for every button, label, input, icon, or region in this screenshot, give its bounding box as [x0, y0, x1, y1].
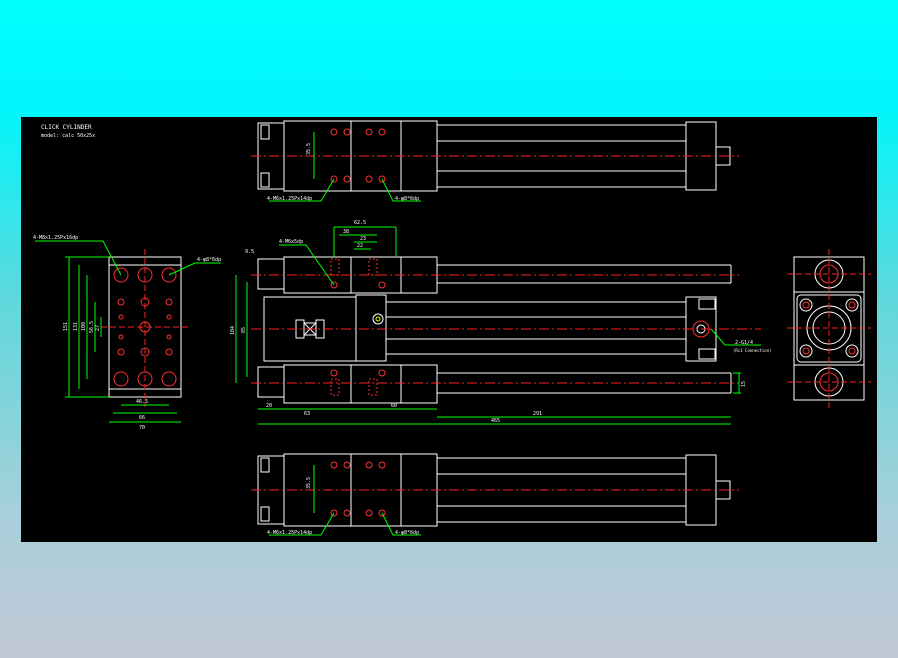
side-dim-w-inner: 46.5 [136, 399, 148, 405]
front-dim-height-a: 104 [230, 326, 236, 335]
top-dim-vertical: 35.5 [306, 143, 312, 155]
front-dim-total: 465 [491, 418, 500, 424]
front-dim-height-b: 85 [241, 327, 247, 333]
side-note-left: 4-M8x1.25Px16dp [33, 235, 78, 241]
bottom-view [251, 453, 739, 527]
side-dim-h3: 100 [81, 322, 87, 331]
top-note-left: 4-M6x1.25Px14dp [267, 196, 312, 202]
front-dim-bottom-b: 63 [304, 411, 310, 417]
cad-drawing-canvas: CLICK CYLINDER model: calc 50x25x 35.5 4… [21, 117, 877, 542]
front-dim-d1: 62.5 [354, 220, 366, 226]
side-dim-h2: 131 [73, 322, 79, 331]
front-port-note: 2-G1/4 [735, 340, 753, 346]
front-dim-d4: 22 [357, 243, 363, 249]
front-dim-bottom-a: 20 [266, 403, 272, 409]
top-note-right: 4-φ8*6dp [395, 196, 419, 202]
side-view [35, 240, 221, 423]
bottom-note-left: 4-M6x1.25Px14dp [267, 530, 312, 536]
side-dim-h5: 27 [95, 325, 101, 331]
front-note-top: 4-M6x5dp [279, 239, 303, 245]
side-dim-w-outer: 70 [139, 425, 145, 431]
front-dim-right-vertical: 15 [741, 381, 747, 387]
drawing-subtitle: model: calc 50x25x [41, 133, 95, 139]
side-dim-h4: 56.5 [89, 321, 95, 333]
front-dim-left-small: 9.5 [245, 249, 254, 255]
side-dim-h1: 151 [63, 322, 69, 331]
front-dim-bottom-c: 60 [391, 403, 397, 409]
end-view [787, 249, 871, 409]
front-view [235, 226, 761, 425]
top-view [251, 120, 739, 192]
side-dim-w-mid: 66 [139, 415, 145, 421]
front-dim-d3: 23 [360, 236, 366, 242]
drawing-title: CLICK CYLINDER [41, 124, 92, 131]
front-dim-d2: 38 [343, 229, 349, 235]
front-port-sub: (Rc1 Connection) [733, 348, 772, 353]
bottom-note-right: 4-φ8*6dp [395, 530, 419, 536]
side-note-right: 4-φ8*6dp [197, 257, 221, 263]
bottom-dim-vertical: 35.5 [306, 477, 312, 489]
front-dim-right-span: 291 [533, 411, 542, 417]
cad-drawing: CLICK CYLINDER model: calc 50x25x 35.5 4… [33, 120, 871, 536]
